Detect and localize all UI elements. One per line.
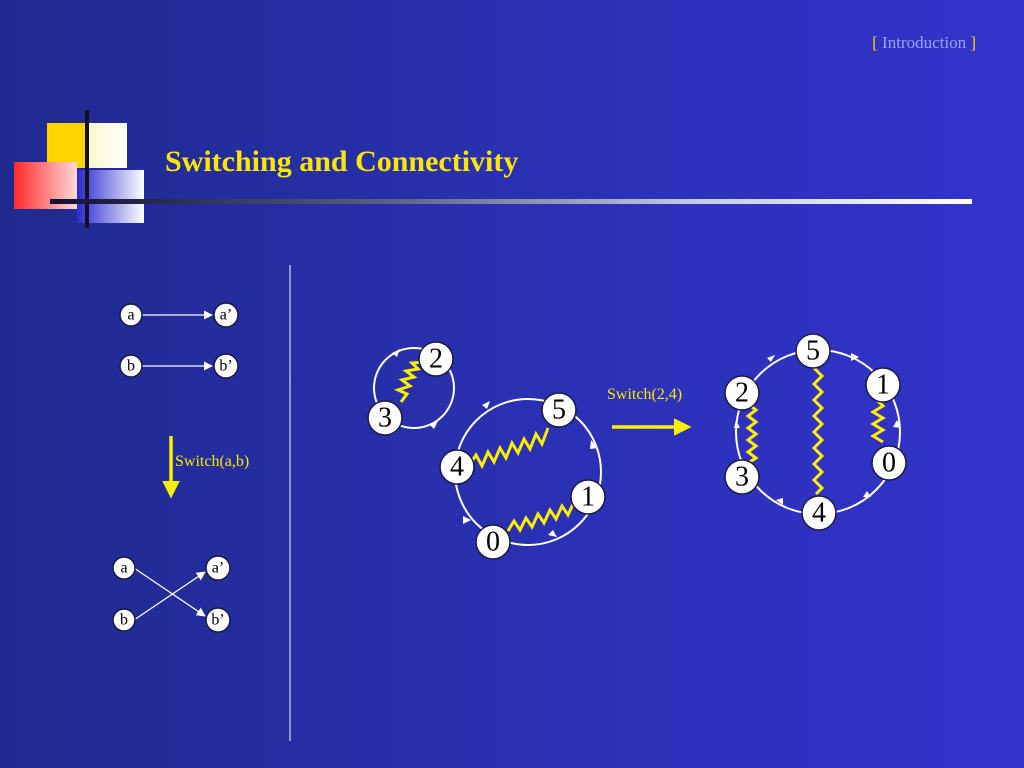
edge-b-to-a-prime	[133, 571, 206, 621]
node-1-after: 1	[865, 367, 901, 403]
svg-text:a’: a’	[212, 560, 224, 577]
node-a-prime: a’	[213, 302, 239, 328]
svg-text:1: 1	[581, 482, 595, 513]
spring-0-1	[506, 498, 582, 533]
node-5-after: 5	[795, 333, 831, 369]
svg-text:a: a	[120, 560, 127, 577]
svg-text:b: b	[120, 612, 128, 629]
node-3-after: 3	[724, 459, 760, 495]
spring-5-4-after	[811, 366, 825, 496]
decor-cream-square	[87, 123, 127, 168]
ring-arrow-large-right	[590, 440, 598, 449]
ring-arrow-large-bottom	[548, 530, 557, 537]
node-0-after: 0	[871, 445, 907, 481]
ring-arrow-merged-left	[734, 420, 740, 428]
node-2-after: 2	[724, 375, 760, 411]
node-a-after: a	[112, 556, 136, 580]
node-b-after: b	[112, 608, 136, 632]
node-a-prime-after: a’	[205, 555, 231, 581]
svg-text:4: 4	[450, 452, 464, 483]
node-b: b	[119, 354, 143, 378]
panel-divider	[289, 265, 291, 741]
ring-arrow-merged-bottomleft	[776, 498, 783, 505]
svg-text:2: 2	[429, 344, 443, 375]
svg-text:2: 2	[735, 378, 749, 409]
left-before-diagram: a a’ b b’	[119, 302, 239, 379]
svg-text:3: 3	[735, 462, 749, 493]
svg-text:1: 1	[876, 370, 890, 401]
node-3-before: 3	[367, 400, 403, 436]
edge-a-to-b-prime	[133, 567, 206, 617]
spring-2-3	[393, 360, 426, 403]
title-underline	[50, 199, 972, 204]
node-4-before: 4	[439, 449, 475, 485]
svg-text:4: 4	[812, 498, 826, 529]
ring-arrow-merged-top	[851, 353, 859, 361]
spring-1-0-after	[870, 398, 886, 444]
ring-arrow-small-bottom	[430, 421, 438, 429]
small-cycle-ring	[373, 347, 455, 429]
svg-text:0: 0	[882, 448, 896, 479]
ring-arrow-merged-bottomright	[863, 491, 871, 497]
right-before-small-cycle: 2 3	[367, 341, 455, 436]
ring-arrow-merged-topleft	[767, 355, 775, 362]
ring-arrow-large-top	[482, 401, 490, 409]
section-tag-text: Introduction	[882, 33, 967, 52]
svg-text:b: b	[127, 358, 135, 375]
svg-text:0: 0	[486, 527, 500, 558]
switch-ab-label: Switch(a,b)	[175, 453, 249, 470]
slide-title: Switching and Connectivity	[165, 145, 519, 178]
decor-vertical-line	[85, 110, 89, 228]
right-before-large-cycle: 5 4 1 0	[439, 392, 606, 560]
node-b-prime-after: b’	[205, 607, 231, 633]
spring-2-3-after	[745, 402, 759, 465]
spring-4-5	[468, 427, 550, 470]
node-a: a	[119, 303, 143, 327]
svg-text:a: a	[127, 307, 134, 324]
right-after-cycle: 5 1 0 4 3 2	[724, 333, 907, 531]
node-0-before: 0	[475, 524, 511, 560]
node-2-before: 2	[418, 341, 454, 377]
left-after-diagram: a a’ b b’	[112, 555, 231, 633]
ring-arrow-small-top	[392, 349, 400, 357]
node-1-before: 1	[570, 479, 606, 515]
svg-text:3: 3	[378, 403, 392, 434]
ring-arrow-merged-right	[893, 420, 901, 428]
svg-text:a’: a’	[220, 307, 232, 324]
ring-arrow-large-left	[463, 516, 471, 524]
svg-text:b’: b’	[211, 612, 224, 629]
switch-24-label: Switch(2,4)	[607, 386, 682, 403]
node-4-after: 4	[801, 495, 837, 531]
svg-text:5: 5	[806, 336, 820, 367]
svg-text:b’: b’	[219, 358, 232, 375]
section-tag: [ Introduction ]	[872, 33, 976, 52]
decor-yellow-square	[47, 123, 87, 168]
node-b-prime: b’	[213, 353, 239, 379]
svg-text:5: 5	[552, 395, 566, 426]
node-5-before: 5	[541, 392, 577, 428]
